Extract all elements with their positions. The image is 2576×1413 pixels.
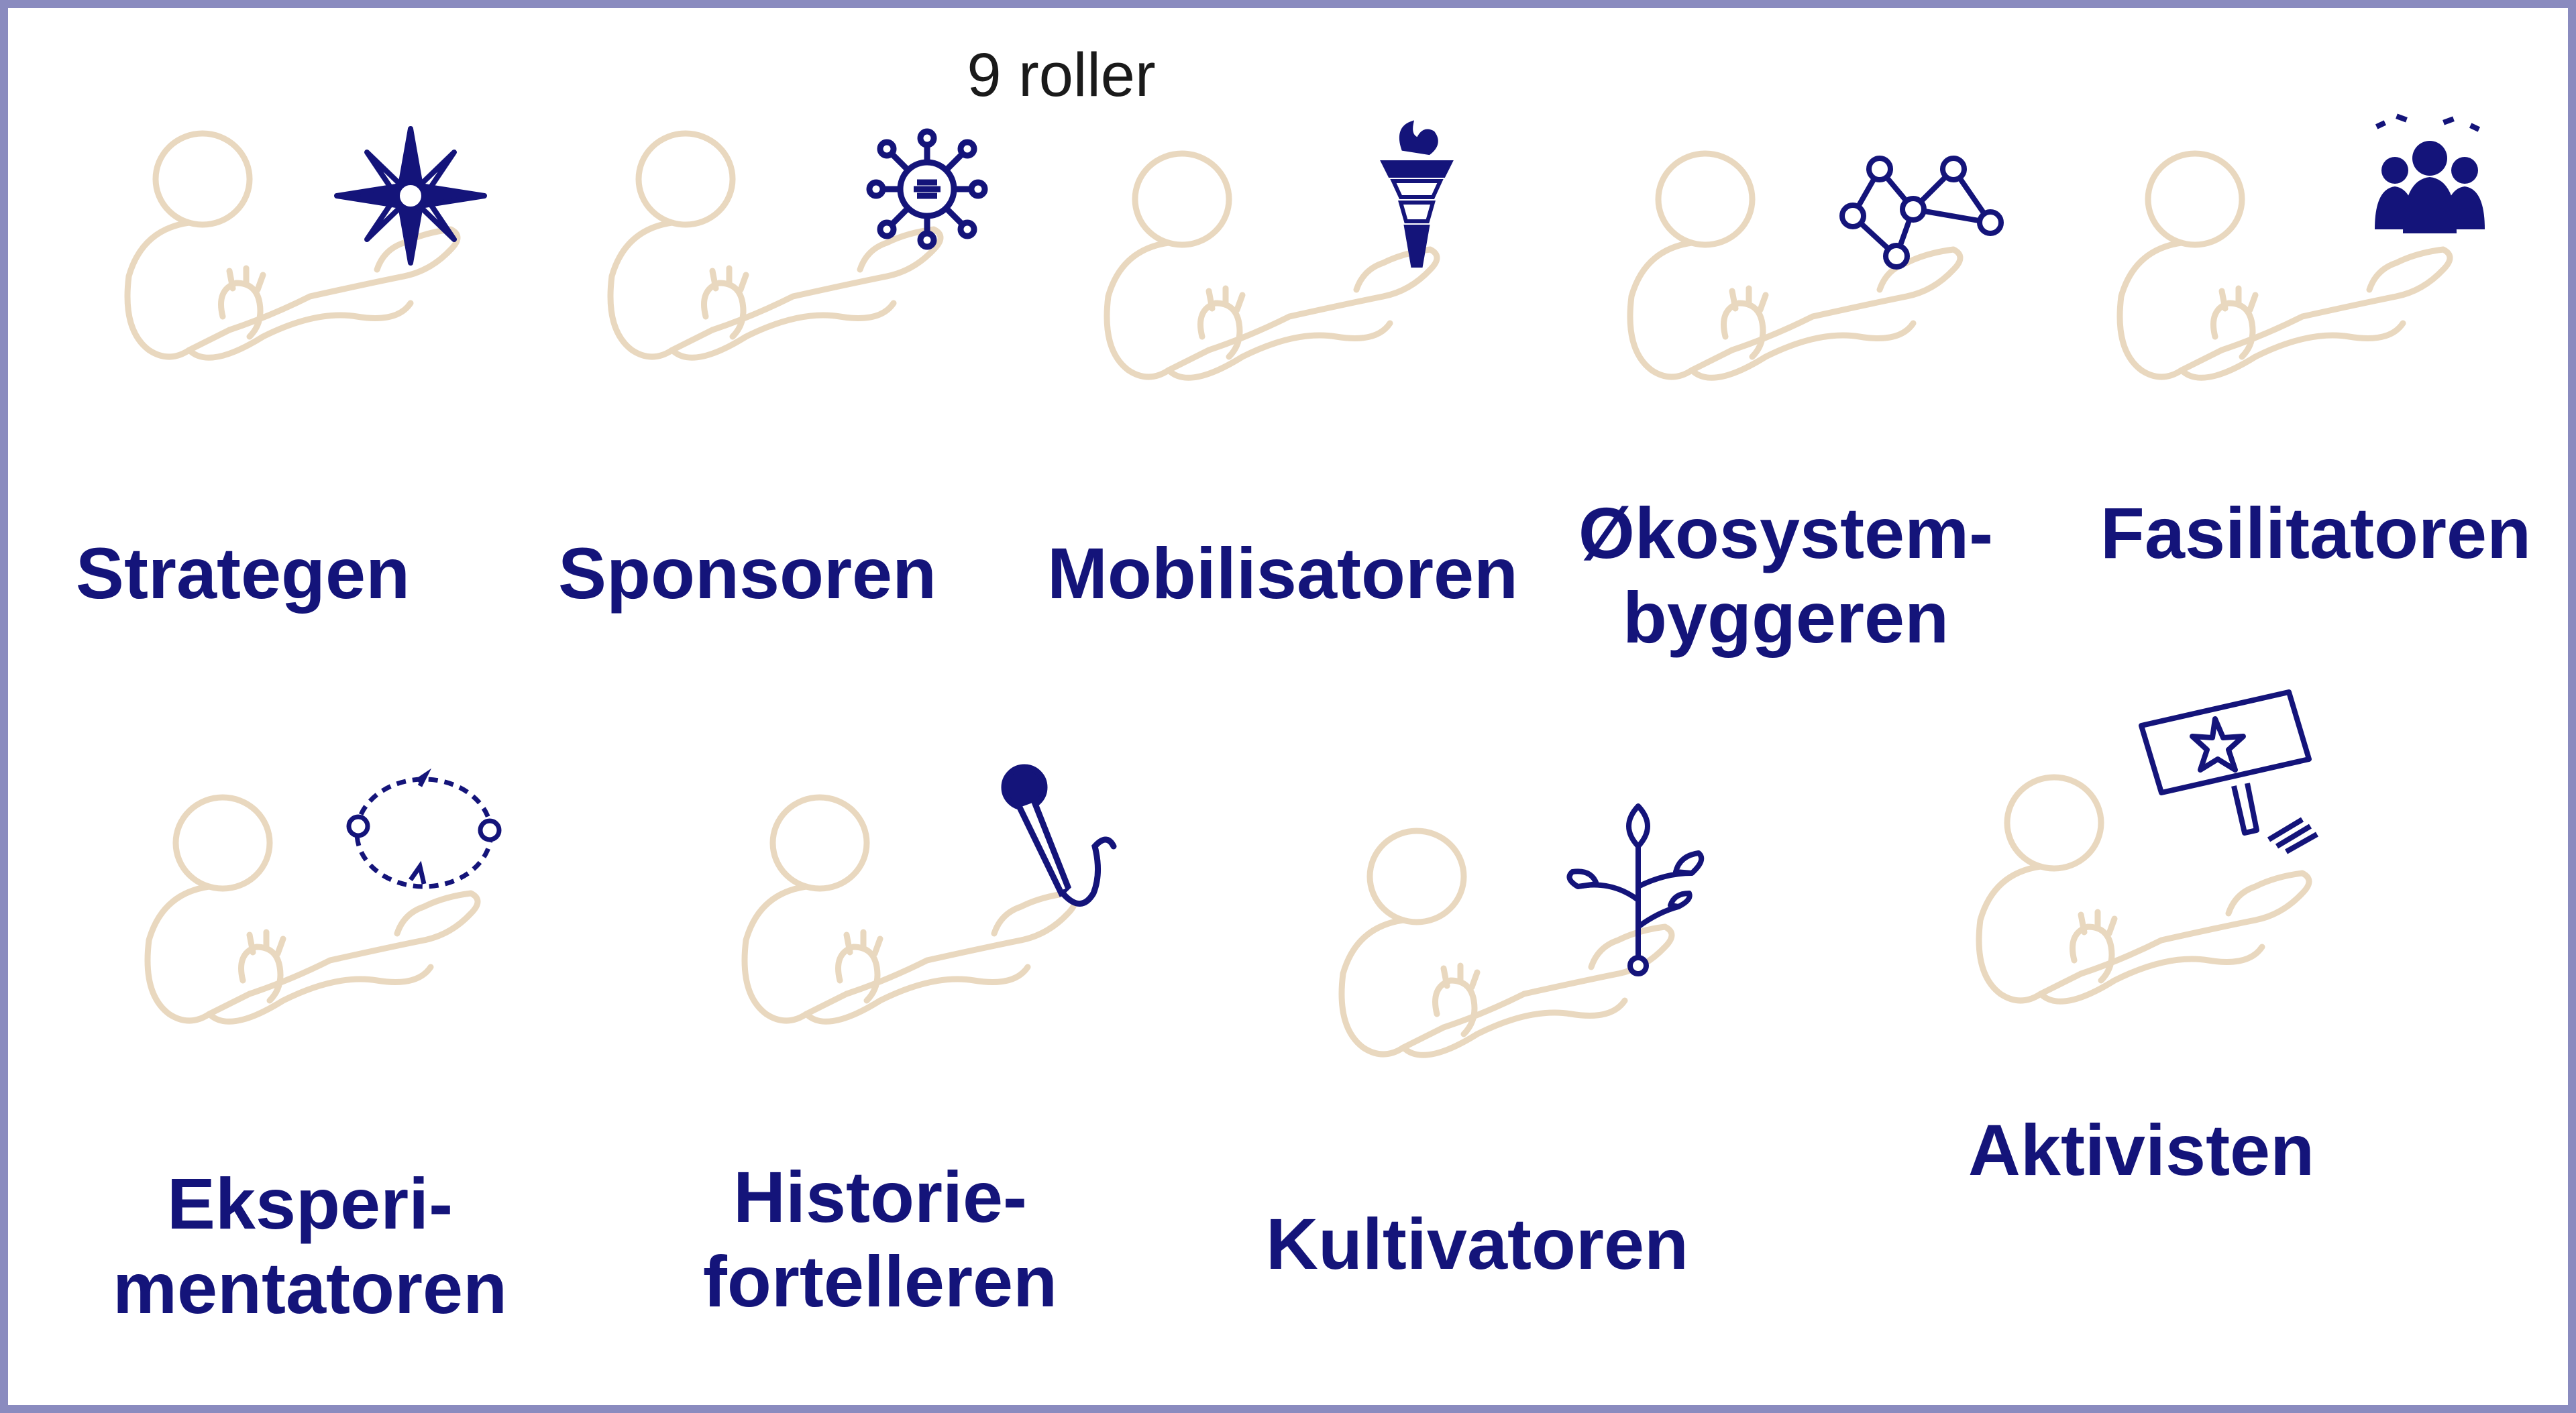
role-label-line: Sponsoren bbox=[558, 532, 937, 614]
role-label: Fasilitatoren bbox=[2074, 491, 2557, 575]
role-label-line: Strategen bbox=[75, 532, 411, 614]
role-label: Økosystem- byggeren bbox=[1544, 491, 2027, 660]
network-hub-icon bbox=[866, 128, 988, 250]
cycle-icon bbox=[346, 768, 502, 889]
role-label: Eksperi- mentatoren bbox=[68, 1162, 551, 1331]
role-label: Sponsoren bbox=[558, 531, 937, 616]
role-label-line: fortelleren bbox=[702, 1241, 1058, 1322]
role-label-line: Økosystem- bbox=[1578, 492, 1994, 573]
network-graph-icon bbox=[1839, 156, 2004, 270]
role-label-line: mentatoren bbox=[112, 1247, 508, 1329]
role-label-line: Mobilisatoren bbox=[1046, 532, 1519, 614]
protest-sign-icon bbox=[2139, 689, 2318, 854]
role-label-line: Fasilitatoren bbox=[2100, 492, 2532, 573]
torch-icon bbox=[1380, 120, 1454, 268]
diagram-title: 9 roller bbox=[967, 41, 1156, 109]
plant-sprout-icon bbox=[1566, 803, 1705, 976]
role-label: Kultivatoren bbox=[1236, 1202, 1719, 1286]
role-label: Mobilisatoren bbox=[1041, 531, 1524, 616]
role-label: Aktivisten bbox=[1900, 1108, 2383, 1192]
role-label: Historie- fortelleren bbox=[639, 1155, 1122, 1324]
role-label: Strategen bbox=[55, 531, 431, 616]
role-label-line: Aktivisten bbox=[1968, 1109, 2315, 1190]
microphone-icon bbox=[1001, 764, 1117, 907]
role-label-line: Kultivatoren bbox=[1265, 1203, 1689, 1284]
role-label-line: Eksperi- bbox=[166, 1163, 453, 1244]
group-of-people-icon bbox=[2375, 113, 2485, 233]
role-label-line: Historie- bbox=[733, 1156, 1028, 1237]
compass-rose-icon bbox=[334, 126, 487, 266]
role-label-line: byggeren bbox=[1622, 577, 1949, 658]
